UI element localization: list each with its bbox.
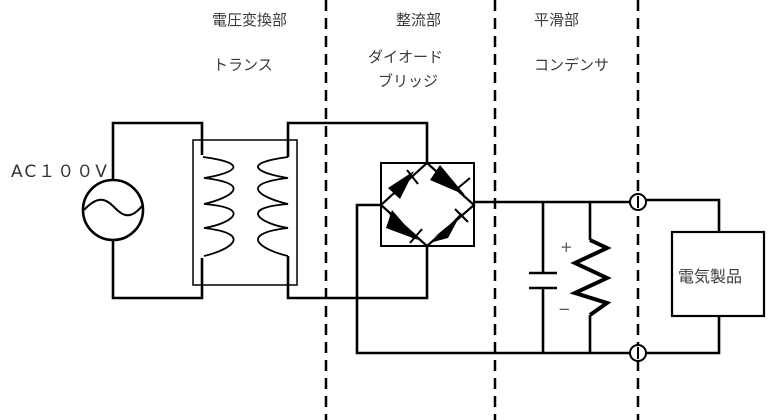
diode-icon bbox=[430, 165, 471, 196]
section-title-smoothing: 平滑部 bbox=[534, 11, 580, 29]
component-diode-bridge-line-2: ブリッジ bbox=[378, 72, 439, 90]
component-diode-bridge: ダイオード ブリッジ bbox=[368, 45, 443, 93]
diode-icon bbox=[433, 208, 469, 242]
section-title-rectifier: 整流部 bbox=[396, 11, 442, 29]
diode-icon bbox=[388, 169, 419, 199]
component-capacitor: コンデンサ bbox=[534, 56, 610, 74]
component-diode-bridge-line-1: ダイオード bbox=[368, 48, 444, 66]
primary-top-wire bbox=[111, 121, 204, 180]
bridge-negative-wire bbox=[355, 203, 630, 355]
load-label: 電気製品 bbox=[678, 267, 743, 286]
secondary-coil bbox=[257, 156, 289, 257]
primary-bottom-wire bbox=[111, 240, 204, 300]
plus-sign: + bbox=[560, 238, 573, 256]
ac-source-label: AC１００V bbox=[11, 162, 109, 182]
load-box bbox=[670, 230, 766, 318]
transformer-icon bbox=[192, 139, 298, 286]
load-wires bbox=[646, 198, 721, 355]
diode-icon bbox=[386, 210, 423, 244]
primary-coil bbox=[202, 156, 235, 257]
resistor-icon bbox=[569, 202, 612, 353]
diode-bridge-icon bbox=[379, 161, 476, 248]
ac-source-icon bbox=[81, 178, 145, 242]
capacitor-icon bbox=[529, 202, 557, 353]
component-transformer: トランス bbox=[213, 56, 273, 74]
section-title-voltage-conversion: 電圧変換部 bbox=[212, 11, 288, 29]
secondary-top-wire bbox=[286, 121, 429, 163]
output-terminals bbox=[629, 193, 647, 362]
minus-sign: − bbox=[558, 300, 571, 318]
